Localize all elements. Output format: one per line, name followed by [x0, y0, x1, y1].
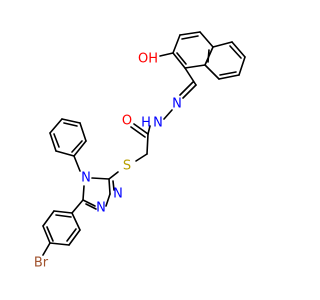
triazole-n1-label: N: [96, 201, 106, 216]
bond: [63, 122, 78, 127]
hydrazide-nh-hydrogen-label: H: [141, 116, 151, 131]
bond: [53, 210, 73, 214]
bond: [218, 74, 240, 80]
bond: [146, 133, 149, 155]
bond: [181, 35, 199, 40]
bond: [42, 225, 51, 244]
bond: [71, 212, 81, 231]
molecule-canvas: OH N N H O S N N N Br: [33, 31, 246, 271]
bond: [204, 64, 220, 80]
bond: [49, 118, 63, 134]
bond: [212, 41, 233, 48]
bond: [82, 199, 96, 207]
bond: [172, 52, 186, 69]
bond: [71, 199, 84, 214]
bond: [55, 214, 72, 218]
bond: [199, 31, 214, 48]
bond: [179, 81, 194, 96]
bond: [238, 56, 246, 76]
bond: [147, 125, 151, 135]
molecule-structure: OH N N H O S N N N Br: [34, 31, 246, 271]
bond: [73, 155, 81, 172]
bond: [112, 180, 115, 191]
bromine-label: Br: [34, 256, 49, 271]
bond: [184, 67, 197, 86]
bond: [133, 123, 149, 135]
thioether-sulfur-label: S: [123, 159, 131, 174]
bond: [108, 171, 119, 180]
bond: [53, 133, 60, 148]
bond: [184, 64, 206, 69]
bond: [79, 122, 87, 142]
bond: [49, 132, 57, 152]
bond: [163, 109, 173, 120]
bond: [231, 41, 246, 58]
bond: [159, 52, 174, 57]
bond: [49, 242, 70, 246]
triazole-n4-label: N: [81, 171, 91, 186]
bond: [207, 49, 210, 63]
bond: [68, 229, 81, 246]
triazole-n2-label: N: [113, 187, 123, 202]
bonds: [42, 31, 246, 256]
bond: [176, 52, 187, 65]
bond: [179, 31, 201, 36]
atom-labels: OH N N H O S N N N Br: [34, 52, 182, 271]
carbonyl-oxygen-label: O: [122, 114, 132, 129]
bond: [108, 178, 111, 195]
bond: [82, 185, 85, 201]
bond: [73, 140, 87, 157]
bond: [71, 140, 83, 153]
bond: [85, 203, 97, 210]
bond: [46, 226, 54, 242]
hydrazide-nitrogen-label: N: [153, 116, 163, 131]
bond: [42, 210, 55, 227]
imine-nitrogen-label: N: [172, 97, 182, 112]
bond: [55, 150, 75, 157]
bond: [91, 177, 110, 180]
bond: [172, 34, 181, 54]
bond: [61, 118, 81, 124]
bond: [135, 153, 148, 162]
bond: [105, 193, 111, 207]
bond: [219, 71, 237, 76]
hydroxyl-oxygen-label: OH: [138, 52, 158, 67]
bond: [42, 242, 51, 256]
bond: [130, 126, 146, 138]
bond: [229, 45, 242, 59]
bond: [66, 228, 77, 242]
bond: [182, 84, 197, 99]
